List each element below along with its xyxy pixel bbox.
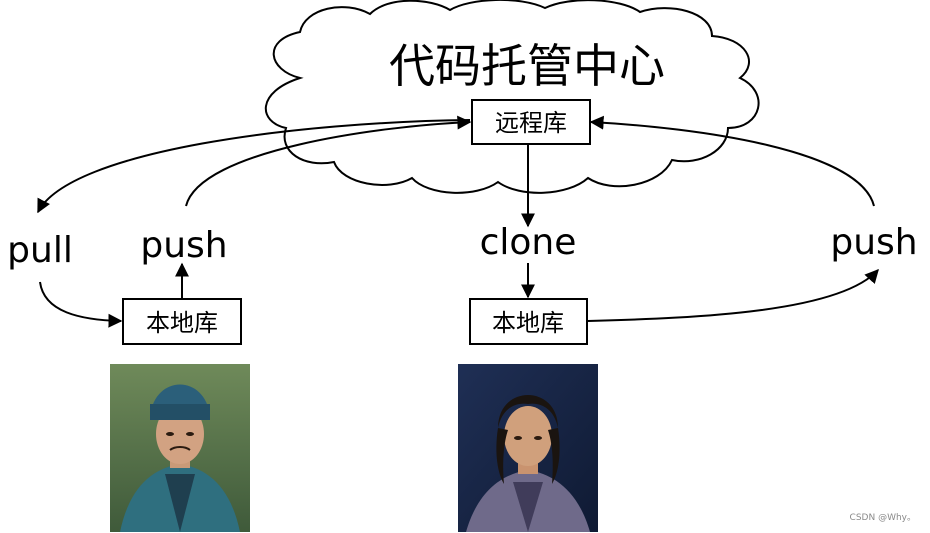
- cloud-title: 代码托管中心: [389, 39, 665, 93]
- right-local-to-push-arrow: [587, 268, 879, 322]
- pull-arrow: [37, 119, 471, 214]
- right-person-photo: [458, 364, 598, 532]
- left-push-label: push: [140, 225, 227, 266]
- left-local-repo-box: [122, 298, 242, 345]
- pull-label: pull: [7, 230, 73, 271]
- right-local-repo-box: [469, 298, 588, 345]
- left-local-repo-label: 本地库: [146, 309, 218, 337]
- right-local-repo-label: 本地库: [492, 309, 564, 337]
- left-person-photo: [110, 364, 250, 532]
- pull-to-local-arrow: [39, 281, 123, 328]
- left-push-to-remote-arrow: [185, 115, 472, 207]
- right-push-to-remote-arrow: [589, 115, 875, 207]
- watermark: CSDN @Why。: [849, 513, 916, 523]
- cloud-shape: [264, 0, 760, 194]
- remote-repo-box: [471, 99, 591, 145]
- clone-label: clone: [480, 222, 577, 263]
- remote-repo-label: 远程库: [495, 109, 567, 137]
- right-push-label: push: [830, 222, 917, 263]
